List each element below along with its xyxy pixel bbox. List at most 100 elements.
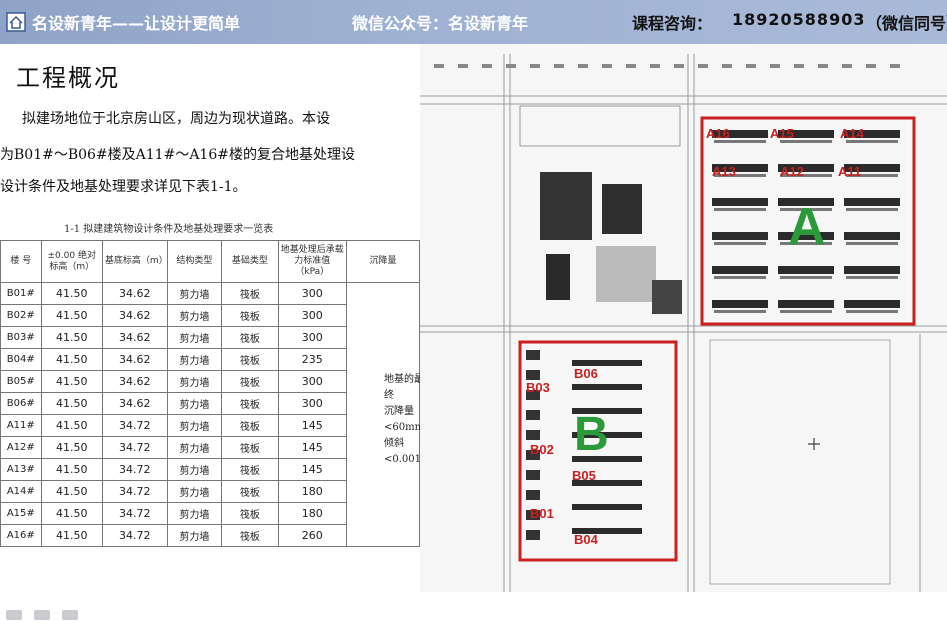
requirement-line-3: 倾斜<0.0015 [384, 438, 428, 465]
banner-wechat-same: （微信同号） [866, 14, 947, 33]
label-b04: B04 [574, 532, 599, 547]
building-block [846, 140, 898, 143]
building-block [780, 140, 832, 143]
building-block [714, 310, 766, 313]
building-block [712, 198, 768, 206]
building-block [572, 504, 642, 510]
zone-a-frame [700, 116, 916, 326]
requirement-line-2: 沉降量<60mm, [384, 406, 428, 433]
table-cell: B04# [0, 348, 42, 371]
player-controls [0, 604, 110, 632]
building-block [652, 280, 682, 314]
prev-slide-icon[interactable] [6, 610, 22, 620]
label-b05: B05 [572, 468, 596, 483]
table-cell: 41.50 [40, 326, 103, 349]
header-elevation: ±0.00 绝对标高（m） [40, 240, 103, 283]
building-block [526, 490, 540, 500]
building-block [846, 242, 898, 245]
building-block [846, 310, 898, 313]
building-block [546, 254, 570, 300]
table-cell: 34.72 [101, 436, 168, 459]
paragraph-line-1: 拟建场地位于北京房山区，周边为现状道路。本设 [22, 111, 330, 127]
building-block [846, 276, 898, 279]
table-cell: 260 [277, 524, 347, 547]
table-cell: 180 [277, 480, 347, 503]
table-cell: 41.50 [40, 458, 103, 481]
table-cell: 41.50 [40, 392, 103, 415]
home-icon [6, 12, 26, 32]
table-cell: 筏板 [221, 524, 279, 547]
building-block [844, 232, 900, 240]
next-slide-icon[interactable] [62, 610, 78, 620]
table-cell: 筏板 [221, 326, 279, 349]
building-block [650, 64, 660, 68]
label-b02: B02 [530, 442, 554, 457]
table-cell: 筏板 [221, 480, 279, 503]
building-block [846, 208, 898, 211]
building-block [794, 64, 804, 68]
building-block [712, 266, 768, 274]
building-block [778, 130, 834, 138]
building-block [712, 164, 768, 172]
table-cell: 筏板 [221, 348, 279, 371]
table-cell: 筏板 [221, 414, 279, 437]
table-header-row: 楼 号 ±0.00 绝对标高（m） 基底标高（m） 结构类型 基础类型 地基处理… [0, 240, 421, 283]
building-block [506, 64, 516, 68]
building-block [842, 64, 852, 68]
label-a14: A14 [840, 126, 865, 141]
table-cell: 34.72 [101, 414, 168, 437]
building-block [526, 470, 540, 480]
settlement-requirement: 地基的最终 沉降量<60mm, 倾斜<0.0015 [384, 372, 427, 468]
table-cell: A15# [0, 502, 42, 525]
building-block [890, 64, 900, 68]
table-cell: B06# [0, 392, 42, 415]
building-block [818, 64, 828, 68]
banner-wechat: 微信公众号：名设新青年 [352, 14, 529, 33]
requirement-line-1: 地基的最终 [384, 374, 424, 401]
table-cell: B01# [0, 282, 42, 305]
top-banner: 名设新青年——让设计更简单 微信公众号：名设新青年 课程咨询： 18920588… [0, 0, 947, 44]
site-plan-drawing: A16 A15 A14 A13 A12 A11 A B06 B03 B02 B0… [420, 44, 947, 592]
table-cell: A14# [0, 480, 42, 503]
paragraph-line-2: 为B01#～B06#楼及A11#～A16#楼的复合地基处理设 [0, 147, 355, 163]
zone-a-letter: A [788, 198, 826, 256]
building-block [602, 184, 642, 234]
label-a12: A12 [780, 164, 804, 179]
building-block [626, 64, 636, 68]
table-cell: 41.50 [40, 282, 103, 305]
building-block [714, 174, 766, 177]
table-cell: 41.50 [40, 502, 103, 525]
label-b06: B06 [574, 366, 598, 381]
building-block [602, 64, 612, 68]
label-b03: B03 [526, 380, 550, 395]
building-block [526, 510, 540, 520]
building-block [526, 370, 540, 380]
table-cell: 34.62 [101, 304, 168, 327]
building-block [712, 300, 768, 308]
table-cell: 34.62 [101, 348, 168, 371]
building-block [698, 64, 708, 68]
table-cell: 34.62 [101, 392, 168, 415]
building-block [482, 64, 492, 68]
table-cell: 41.50 [40, 436, 103, 459]
banner-consult-label: 课程咨询： [632, 14, 713, 33]
design-conditions-table: 楼 号 ±0.00 绝对标高（m） 基底标高（m） 结构类型 基础类型 地基处理… [0, 240, 421, 547]
table-cell: 筏板 [221, 304, 279, 327]
table-cell: 剪力墙 [166, 524, 223, 547]
table-cell: B03# [0, 326, 42, 349]
building-block [770, 64, 780, 68]
zone-b-letter: B [574, 408, 609, 461]
building-block [714, 276, 766, 279]
building-block [572, 384, 642, 390]
label-a13: A13 [712, 164, 736, 179]
paragraph-line-3: 设计条件及地基处理要求详见下表1-1。 [0, 179, 247, 195]
building-block [778, 300, 834, 308]
slides-menu-icon[interactable] [34, 610, 50, 620]
building-block [526, 530, 540, 540]
